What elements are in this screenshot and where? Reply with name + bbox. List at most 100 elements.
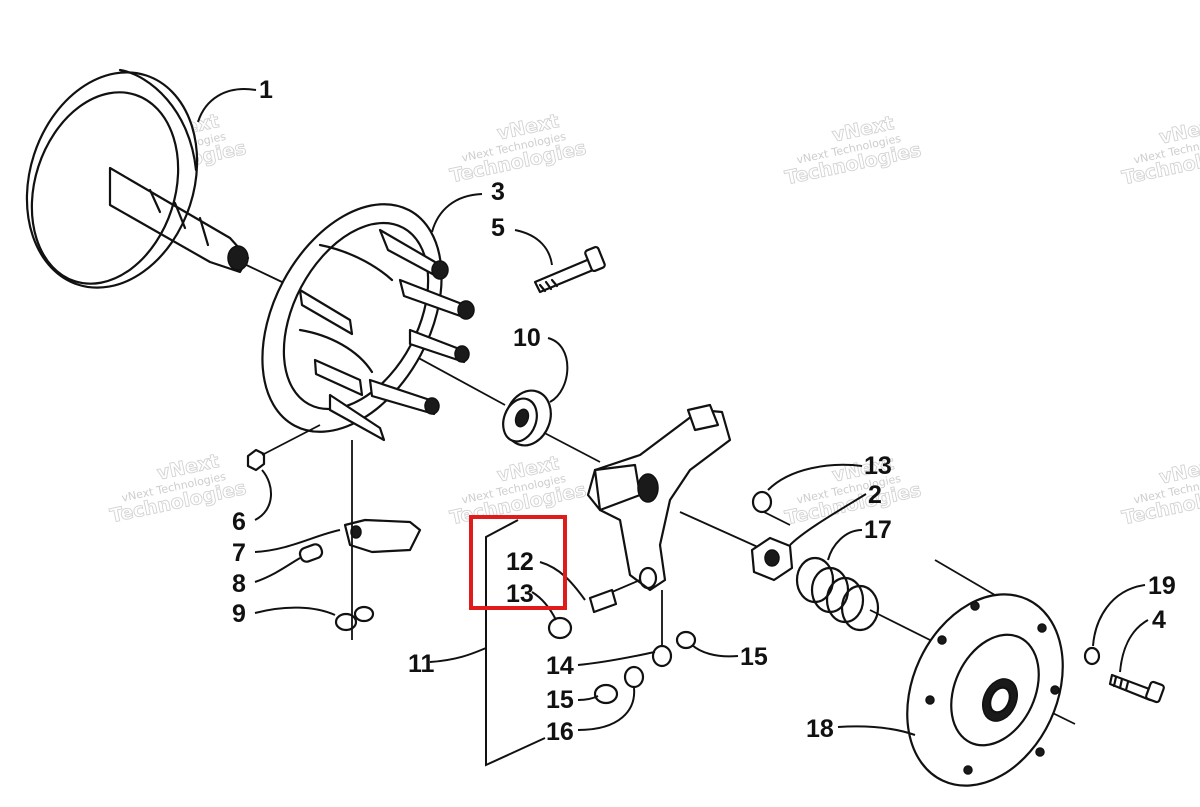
bushing <box>623 665 645 689</box>
roller-body <box>298 543 324 563</box>
nut-axis <box>261 424 321 456</box>
bolt-hole <box>963 765 973 775</box>
leader-4 <box>1119 619 1149 673</box>
callout-2: 2 <box>868 481 882 509</box>
post <box>313 358 364 397</box>
part-6-nut <box>246 424 321 472</box>
post-end <box>457 300 475 320</box>
highlight-box <box>469 515 567 610</box>
bolt-head <box>584 245 606 273</box>
part-12-pin <box>588 579 641 614</box>
cover-plate <box>906 593 1064 787</box>
bushing-small <box>547 616 573 640</box>
leader-3 <box>431 193 483 233</box>
part-13-bushing <box>547 490 773 640</box>
axis-segment <box>239 261 283 283</box>
callout-15a: 15 <box>740 643 768 671</box>
watermark-3: vNext Technologies vNext Technologies <box>783 112 924 190</box>
bolt-thread <box>1112 675 1130 692</box>
callout-11: 11 <box>408 650 435 678</box>
washer <box>353 605 375 623</box>
cover-inner-ring <box>950 633 1040 747</box>
bushing-small-upper <box>751 490 773 514</box>
leader-17 <box>827 529 863 561</box>
movable-sheave-disc <box>261 203 443 433</box>
bolt-thread <box>538 278 559 293</box>
callout-13a: 13 <box>506 580 534 608</box>
leader-14 <box>577 651 656 666</box>
callout-4: 4 <box>1152 606 1166 634</box>
cam-pivot <box>350 525 362 539</box>
part-9-washers <box>334 440 375 640</box>
part-11-spider <box>586 403 732 592</box>
part-14-spacer <box>651 590 673 668</box>
bolt-hole <box>1037 623 1047 633</box>
spring-coil <box>840 584 880 632</box>
axis-segment <box>679 511 761 549</box>
part-7-cam-weight <box>343 518 422 554</box>
callout-13b: 13 <box>864 452 892 480</box>
callout-8: 8 <box>232 570 246 598</box>
callout-9: 9 <box>232 600 246 628</box>
leader-15a <box>691 644 739 658</box>
callout-3: 3 <box>491 178 505 206</box>
sheave-shading <box>118 68 198 172</box>
part-3-movable-sheave <box>261 203 475 442</box>
callout-16: 16 <box>546 718 574 746</box>
washer <box>334 612 358 632</box>
callout-19: 19 <box>1148 572 1176 600</box>
callout-15b: 15 <box>546 686 574 714</box>
post <box>298 288 354 336</box>
spider-upper-arm <box>686 403 720 432</box>
washer-upper <box>675 630 697 650</box>
leader-5 <box>514 229 553 266</box>
watermark-8: vNext Technologies vNext Technologies <box>1120 454 1200 530</box>
part-10-bushing <box>502 389 552 447</box>
leader-7 <box>254 529 341 553</box>
leader-15b <box>577 695 599 701</box>
sheave-rim <box>30 91 180 285</box>
callout-6: 6 <box>232 508 246 536</box>
part-18-cover <box>906 593 1064 787</box>
leader-8 <box>254 557 301 583</box>
callout-14: 14 <box>546 652 574 680</box>
bolt-hole <box>970 601 980 611</box>
callout-1: 1 <box>259 76 273 104</box>
part-1-fixed-sheave <box>25 68 250 289</box>
callout-10: 10 <box>513 324 541 352</box>
leader-lines <box>197 88 1149 736</box>
leader-2 <box>789 493 867 546</box>
lock-washer <box>1083 646 1101 666</box>
bushing-bore <box>514 408 530 428</box>
callout-7: 7 <box>232 539 246 567</box>
part-15-washers <box>593 630 697 705</box>
sheave-face <box>25 71 199 289</box>
shaft-splines <box>148 188 210 247</box>
post-end <box>424 397 440 415</box>
spacer <box>651 644 673 668</box>
bolt-hole <box>937 635 947 645</box>
watermark-4: vNext Technologies vNext Technologies <box>1120 114 1200 190</box>
leader-1 <box>197 88 257 123</box>
callout-12: 12 <box>506 548 534 576</box>
callout-18: 18 <box>806 715 834 743</box>
group-bracket-11 <box>485 519 546 767</box>
callout-17: 17 <box>864 516 892 544</box>
bolt-hole <box>1050 685 1060 695</box>
part-4-bolt <box>1108 673 1165 704</box>
callout-5: 5 <box>491 214 505 242</box>
part-5-bolt <box>533 245 606 294</box>
leader-16 <box>577 687 636 731</box>
leader-19 <box>1092 584 1146 647</box>
part-16-bushing <box>623 665 645 689</box>
sheave-detail <box>298 243 394 374</box>
leader-18 <box>837 725 916 736</box>
leader-6 <box>254 469 273 521</box>
axis-segment <box>869 609 941 646</box>
part-17-spring <box>795 556 880 632</box>
post-end <box>431 260 449 280</box>
callout-numbers: 1 3 5 10 6 7 8 9 11 12 13 13 2 17 14 15 … <box>232 76 1176 746</box>
spider-hub-bore <box>637 473 659 503</box>
